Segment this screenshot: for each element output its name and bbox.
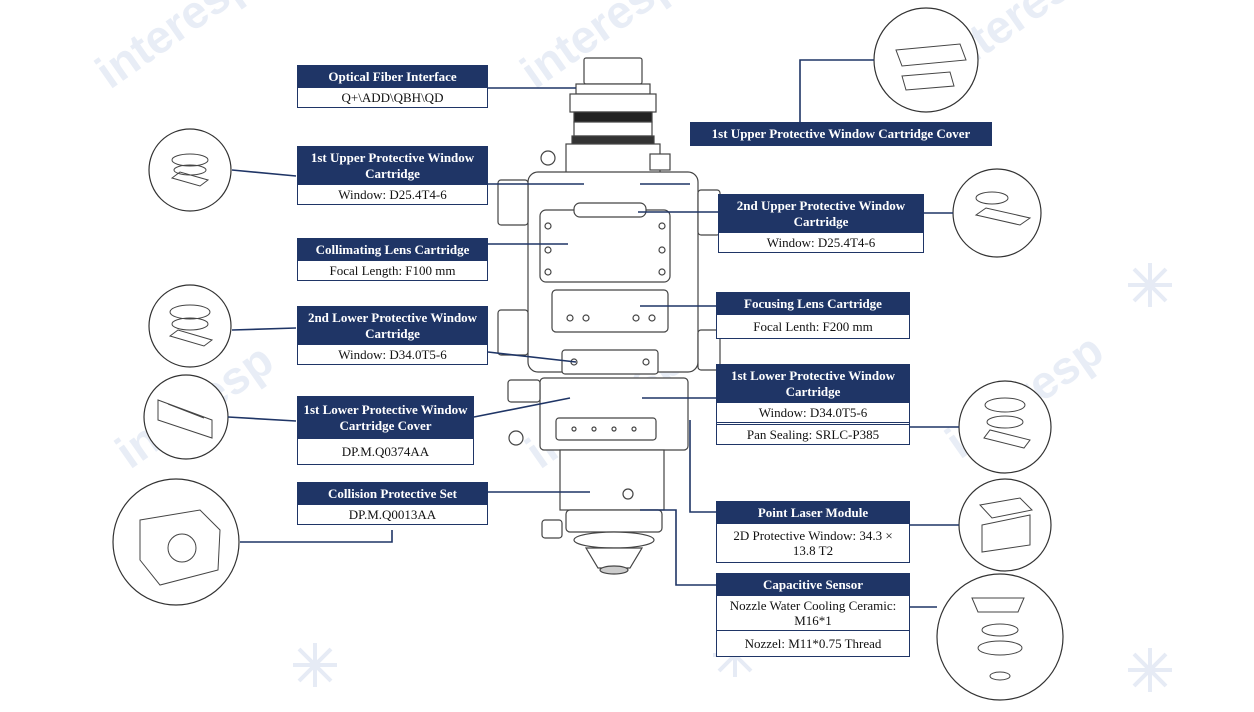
detail-circle-point-laser <box>958 478 1052 572</box>
watermark-text: interesp <box>86 0 262 98</box>
callout-spec: Focal Length: F100 mm <box>329 263 456 278</box>
callout-title: Focusing Lens Cartridge <box>717 293 909 315</box>
callout-title: 1st Upper Protective Window Cartridge <box>298 147 487 185</box>
callout-title: 2nd Lower Protective Window Cartridge <box>298 307 487 345</box>
side-knob <box>540 150 556 166</box>
leader-line <box>240 530 393 543</box>
leader-line <box>640 509 716 586</box>
detail-circle-collision-set <box>112 478 240 606</box>
flower-icon <box>1128 648 1172 692</box>
callout-spec: DP.M.Q0013AA <box>348 507 437 522</box>
callout-spec: 2D Protective Window: 34.3 × 13.8 T2 <box>733 528 893 558</box>
callout-title: Optical Fiber Interface <box>298 66 487 88</box>
callout-spec: Window: D34.0T5-6 <box>758 405 868 420</box>
callout-title: 1st Lower Protective Window Cartridge <box>717 365 909 403</box>
leader-line <box>231 169 297 177</box>
callout-optical-fiber-interface: Optical Fiber Interface Q+\ADD\QBH\QD <box>297 65 488 108</box>
leader-line <box>689 420 716 513</box>
callout-1st-lower-protective-window-cartridge: 1st Lower Protective Window Cartridge Wi… <box>716 364 910 445</box>
callout-spec: Focal Lenth: F200 mm <box>753 319 873 334</box>
leader-line <box>473 397 571 418</box>
callout-spec: Nozzle Water Cooling Ceramic: M16*1 <box>729 598 897 628</box>
callout-spec: Nozzel: M11*0.75 Thread <box>717 630 909 656</box>
callout-focusing-lens-cartridge: Focusing Lens Cartridge Focal Lenth: F20… <box>716 292 910 339</box>
callout-spec: Window: D25.4T4-6 <box>338 187 447 202</box>
detail-circles <box>112 7 1064 701</box>
callout-title: Point Laser Module <box>717 502 909 524</box>
callout-title: Collimating Lens Cartridge <box>298 239 487 261</box>
callout-spec: Window: D25.4T4-6 <box>766 235 876 250</box>
laser-head-body <box>497 57 721 575</box>
callout-collimating-lens-cartridge: Collimating Lens Cartridge Focal Length:… <box>297 238 488 281</box>
callout-point-laser-module: Point Laser Module 2D Protective Window:… <box>716 501 910 563</box>
callout-2nd-lower-protective-window-cartridge: 2nd Lower Protective Window Cartridge Wi… <box>297 306 488 365</box>
callout-title: Collision Protective Set <box>298 483 487 505</box>
leader-line <box>227 416 297 422</box>
detail-circle-lower-window <box>148 284 232 368</box>
flower-icon <box>1128 263 1172 307</box>
callout-title: 1st Upper Protective Window Cartridge Co… <box>691 123 991 145</box>
fiber-cap <box>583 57 643 85</box>
detail-circle-sensor <box>936 573 1064 701</box>
part-sketches <box>139 43 1034 681</box>
leader-line <box>231 327 297 331</box>
callout-1st-lower-protective-window-cartridge-cover: 1st Lower Protective Window Cartridge Co… <box>297 396 474 465</box>
leader-line <box>799 59 874 124</box>
callout-title: 1st Lower Protective Window Cartridge Co… <box>298 397 473 439</box>
callout-1st-upper-protective-window-cartridge-cover: 1st Upper Protective Window Cartridge Co… <box>690 122 992 146</box>
leader-lines <box>227 59 959 608</box>
detail-circle-lower-sealing <box>958 380 1052 474</box>
detail-circle-upper-window <box>148 128 232 212</box>
detail-circle-cartridge-cover <box>143 374 229 460</box>
flower-icon <box>293 643 337 687</box>
callout-title: Capacitive Sensor <box>717 574 909 596</box>
leader-line <box>487 351 577 363</box>
callout-capacitive-sensor: Capacitive Sensor Nozzle Water Cooling C… <box>716 573 910 657</box>
callout-1st-upper-protective-window-cartridge: 1st Upper Protective Window Cartridge Wi… <box>297 146 488 205</box>
lower-window-cartridge <box>561 349 659 375</box>
callout-2nd-upper-protective-window-cartridge: 2nd Upper Protective Window Cartridge Wi… <box>718 194 924 253</box>
callout-title: 2nd Upper Protective Window Cartridge <box>719 195 923 233</box>
detail-circle-2nd-upper <box>952 168 1042 258</box>
callout-collision-protective-set: Collision Protective Set DP.M.Q0013AA <box>297 482 488 525</box>
focusing-plate <box>551 289 669 333</box>
callout-spec: Pan Sealing: SRLC-P385 <box>717 422 909 444</box>
collimating-plate <box>539 209 671 283</box>
callout-spec: Window: D34.0T5-6 <box>338 347 447 362</box>
callout-spec: DP.M.Q0374AA <box>341 444 430 459</box>
callout-spec: Q+\ADD\QBH\QD <box>341 90 444 105</box>
